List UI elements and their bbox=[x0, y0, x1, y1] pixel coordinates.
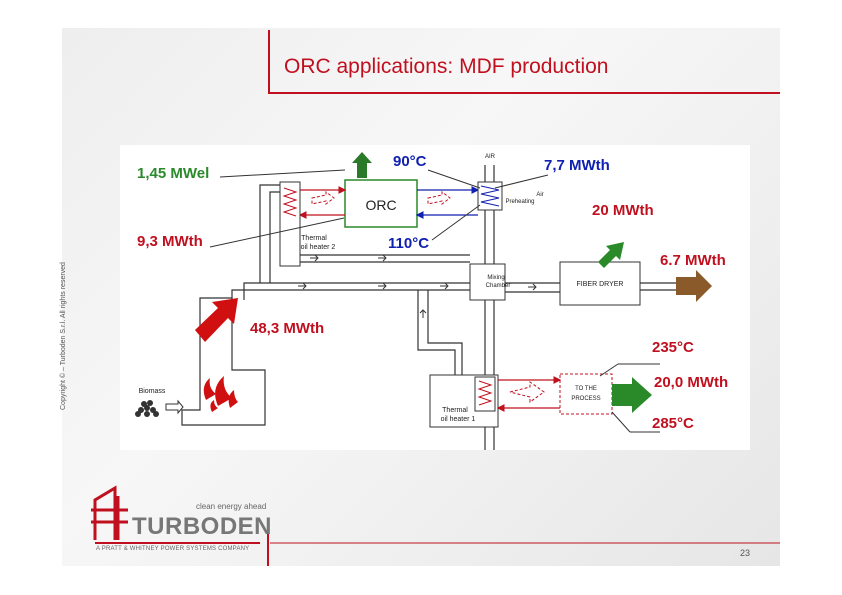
biomass-heat-value: 48,3 MWth bbox=[250, 320, 324, 337]
heater-2-label-1: Thermal bbox=[301, 235, 327, 242]
flame-icon bbox=[203, 376, 238, 412]
process-label-1: TO THE bbox=[575, 386, 597, 392]
page-number: 23 bbox=[740, 548, 751, 558]
heater-2-label-2: oil heater 2 bbox=[301, 244, 336, 251]
electric-output-arrow bbox=[352, 152, 372, 178]
biomass-heat-arrow bbox=[195, 298, 238, 342]
air-preheating-label-2: Preheating bbox=[505, 199, 534, 205]
title-underline bbox=[268, 92, 780, 94]
temp-process-low-value: 235°C bbox=[652, 339, 694, 356]
process-loop-lines bbox=[496, 376, 562, 412]
orc-recuperator-icon bbox=[311, 191, 335, 205]
orc-label: ORC bbox=[365, 197, 396, 213]
fiber-output-value: 6.7 MWth bbox=[660, 252, 726, 269]
process-output-arrow bbox=[612, 377, 652, 413]
duct-system bbox=[231, 165, 705, 450]
heater-1-label-1: Thermal bbox=[442, 407, 468, 414]
heater-2-coil-icon bbox=[282, 187, 298, 217]
heater-1-label-2: oil heater 1 bbox=[441, 416, 476, 423]
dryer-loss-arrow bbox=[598, 242, 624, 268]
thermal-oil-heater-2 bbox=[279, 181, 301, 267]
air-preheat-callout-line bbox=[494, 174, 549, 189]
duct-flow-arrows bbox=[298, 254, 537, 318]
orc-block bbox=[344, 179, 418, 228]
mixing-chamber bbox=[469, 263, 506, 301]
process-heat-value: 20,0 MWth bbox=[654, 374, 728, 391]
temp-high-value: 110°C bbox=[388, 235, 429, 252]
air-preheat-value: 7,7 MWth bbox=[544, 157, 610, 174]
mixing-label-2: Chamber bbox=[486, 283, 511, 289]
oil-loop-lines bbox=[298, 186, 480, 219]
temp-low-value: 90°C bbox=[393, 153, 427, 170]
turboden-logo-mark bbox=[91, 485, 128, 540]
biomass-label: Biomass bbox=[139, 388, 166, 395]
fiber-dryer bbox=[559, 261, 641, 306]
process-label-2: PROCESS bbox=[571, 396, 600, 402]
temp-process-high-value: 285°C bbox=[652, 415, 694, 432]
electric-callout-line bbox=[219, 169, 346, 178]
temp-low-callout-line bbox=[427, 169, 481, 189]
thermal-in-value: 9,3 MWth bbox=[137, 233, 203, 250]
temp-process-low-leader bbox=[599, 363, 619, 377]
preheater-coil-icon bbox=[480, 185, 500, 207]
fiber-output-arrow bbox=[676, 270, 712, 302]
thermal-in-callout-line bbox=[209, 217, 345, 248]
process-flow-icon bbox=[509, 381, 545, 403]
brand-name: TURBODEN bbox=[132, 513, 272, 540]
air-preheating-label-1: Air bbox=[536, 192, 543, 198]
biomass-pile-icon bbox=[135, 400, 159, 417]
fiber-dryer-label: FIBER DRYER bbox=[577, 281, 624, 288]
brand-subline: A PRATT & WHITNEY POWER SYSTEMS COMPANY bbox=[96, 546, 250, 552]
electric-output-value: 1,45 MWel bbox=[137, 165, 209, 182]
air-label: AIR bbox=[485, 154, 496, 160]
dryer-loss-value: 20 MWth bbox=[592, 202, 654, 219]
heater-1-coil-icon bbox=[477, 380, 493, 406]
title-bracket bbox=[268, 30, 270, 94]
mixing-label-1: Mixing bbox=[487, 275, 504, 281]
temp-high-callout-line bbox=[431, 204, 481, 241]
brand-tagline: clean energy ahead bbox=[196, 502, 267, 511]
heater-1-coil-box bbox=[474, 376, 496, 412]
biomass-feed-arrow bbox=[165, 399, 184, 415]
temp-process-high-callout-line bbox=[611, 411, 631, 433]
preheat-flow-icon bbox=[427, 191, 451, 205]
page-title: ORC applications: MDF production bbox=[284, 55, 609, 78]
process-block bbox=[559, 373, 613, 415]
